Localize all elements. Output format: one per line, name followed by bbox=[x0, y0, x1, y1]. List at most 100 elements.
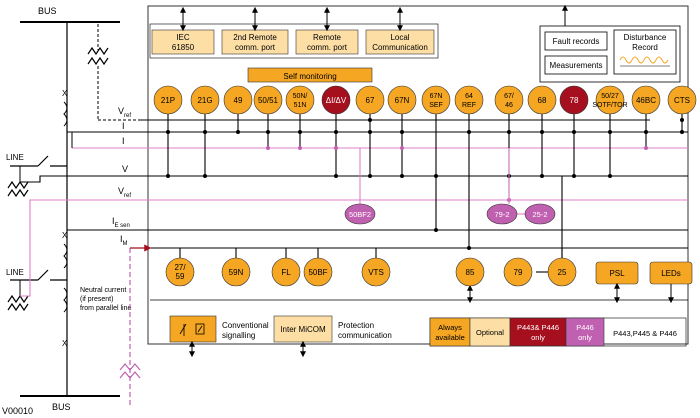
function-label: 50BF bbox=[308, 268, 327, 277]
function-68: 68 bbox=[527, 85, 557, 115]
output-boxes: PSL LEDs bbox=[150, 261, 693, 304]
comm-box-line: comm. port bbox=[235, 43, 276, 52]
function-49: 49 bbox=[223, 85, 253, 115]
p443-label-2: only bbox=[531, 333, 545, 342]
function-label: 67N bbox=[395, 96, 410, 105]
function-label: 46BC bbox=[636, 96, 656, 105]
v-ref-label: V bbox=[118, 106, 124, 116]
function-label: SEF bbox=[429, 102, 443, 109]
function-label: 50/51 bbox=[258, 96, 279, 105]
v-label: V bbox=[122, 164, 128, 174]
function-fl: FL bbox=[271, 257, 301, 287]
optional-label: Optional bbox=[476, 328, 504, 337]
measurements-box bbox=[544, 55, 608, 75]
always-label-2: available bbox=[435, 333, 465, 342]
neutral-note-3: from parallel line bbox=[80, 305, 131, 312]
self-monitoring-box bbox=[247, 67, 373, 83]
function-label: 64 bbox=[465, 93, 473, 100]
figure-id: V00010 bbox=[2, 406, 33, 416]
legend-always-available bbox=[429, 317, 471, 347]
function-label: FL bbox=[281, 268, 291, 277]
v-ref-sub-2: ref bbox=[124, 193, 131, 199]
breaker-mark: X bbox=[62, 89, 68, 98]
conventional-signalling-box bbox=[169, 315, 217, 343]
svg-text:Vref: Vref bbox=[118, 186, 131, 199]
svg-text:IM: IM bbox=[120, 234, 128, 247]
conventional-label-1: Conventional bbox=[222, 321, 269, 330]
inter-micom-box bbox=[273, 315, 333, 343]
function-label: ΔI/ΔV bbox=[326, 96, 347, 105]
always-label-1: Always bbox=[438, 323, 462, 332]
function-label: 21P bbox=[161, 96, 175, 105]
legend-p443-p446 bbox=[509, 317, 567, 347]
conventional-label-2: signalling bbox=[222, 331, 255, 340]
p446-label-1: P446 bbox=[576, 323, 594, 332]
p443-label-1: P443& P446 bbox=[517, 323, 559, 332]
function-label: 21G bbox=[197, 96, 212, 105]
function-25-2: 25-2 bbox=[524, 203, 556, 225]
function-label: 50N/ bbox=[293, 93, 308, 100]
function-79-2: 79-2 bbox=[486, 203, 518, 225]
mid-function-row: 50BF2 79-2 25-2 bbox=[344, 148, 556, 225]
function-67: 67 bbox=[355, 85, 385, 115]
v-ref-label-2: V bbox=[118, 186, 124, 196]
comm-box-line: Local bbox=[390, 33, 409, 42]
fault-records-box bbox=[544, 31, 608, 51]
function-label: 78 bbox=[570, 96, 579, 105]
function-67n: 67N bbox=[387, 85, 417, 115]
p446-label-2: only bbox=[578, 333, 592, 342]
line-2-label: LINE bbox=[6, 268, 24, 277]
function-21g: 21G bbox=[190, 85, 220, 115]
function-label: 50BF2 bbox=[349, 210, 371, 219]
function-label: CTS bbox=[674, 96, 690, 105]
leds-label: LEDs bbox=[661, 269, 681, 278]
function-iv: ΔI/ΔV bbox=[321, 85, 351, 115]
ct-coil bbox=[63, 243, 68, 269]
function-label: 50/27 bbox=[601, 93, 619, 100]
v-ref-sub: ref bbox=[124, 113, 131, 119]
relay-boundary bbox=[147, 5, 689, 345]
function-label: SOTF/TOR bbox=[592, 102, 627, 109]
models-label: P443,P445 & P446 bbox=[613, 329, 677, 338]
legend-p446 bbox=[565, 317, 605, 347]
comm-box-line: comm. port bbox=[307, 43, 348, 52]
function-connectors bbox=[166, 100, 684, 250]
function-67nsef: 67N SEF bbox=[421, 85, 451, 115]
i-label-1: I bbox=[122, 121, 125, 131]
bus-top-label: BUS bbox=[38, 6, 57, 16]
function-label: 68 bbox=[538, 96, 547, 105]
breaker-mark: X bbox=[62, 339, 68, 348]
disturbance-label-2: Record bbox=[632, 43, 658, 52]
protection-label-2: communication bbox=[338, 331, 392, 340]
bottom-legend: Conventional signalling Inter MiCOM Prot… bbox=[169, 315, 687, 358]
comm-box-line: Communication bbox=[372, 43, 428, 52]
comm-box-line: Remote bbox=[313, 33, 342, 42]
breaker-mark: X bbox=[62, 231, 68, 240]
ct-coil bbox=[63, 287, 68, 313]
vt-symbol-top bbox=[87, 24, 109, 120]
vt-symbol-line-2 bbox=[7, 294, 29, 312]
function-21p: 21P bbox=[153, 85, 183, 115]
function-59n: 59N bbox=[221, 257, 251, 287]
function-label: 79-2 bbox=[494, 210, 509, 219]
function-label: 46 bbox=[505, 102, 513, 109]
svg-text:IE sen: IE sen bbox=[112, 216, 130, 229]
function-78: 78 bbox=[559, 85, 589, 115]
function-5051: 50/51 bbox=[253, 85, 283, 115]
disturbance-record-box bbox=[613, 29, 677, 75]
function-label: 59 bbox=[176, 272, 185, 281]
ct-coil bbox=[63, 101, 68, 127]
single-line-diagram: BUS BUS X X X LINE LINE bbox=[6, 6, 141, 412]
waveform-icon bbox=[619, 56, 669, 64]
im-label: I bbox=[120, 234, 123, 244]
function-label: 67N bbox=[430, 93, 443, 100]
im-sub: M bbox=[123, 241, 128, 247]
measurements-label: Measurements bbox=[550, 61, 603, 70]
